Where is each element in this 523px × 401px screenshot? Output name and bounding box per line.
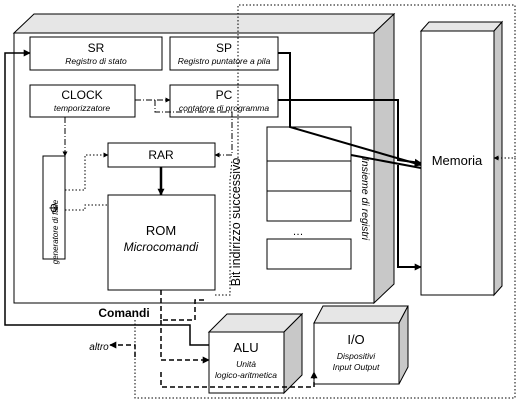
phase-subtitle: generatore di fase (51, 199, 60, 264)
rom-subtitle: Microcomandi (124, 240, 199, 254)
comandi-to-alu-line (160, 320, 210, 364)
alu-to-sr-line (4, 49, 209, 346)
clock-title: CLOCK (61, 88, 102, 102)
registers-to-memoria-line (350, 154, 422, 169)
bus-to-memoria-lower-line (397, 165, 422, 271)
sr-subtitle: Registro di stato (65, 56, 127, 66)
pc-subtitle: contatore di programma (179, 103, 270, 113)
phase-to-rar-line (65, 152, 109, 191)
rar-title: RAR (148, 148, 174, 162)
outer-bus-lower-line (134, 155, 516, 399)
clock-block: CLOCK temporizzatore (29, 84, 136, 118)
sp-subtitle: Registro puntatore a pila (178, 56, 271, 66)
memoria-title: Memoria (432, 153, 483, 168)
clock-subtitle: temporizzatore (54, 103, 110, 113)
comandi-bus-line (160, 290, 205, 321)
register-set-ellipsis: … (293, 226, 304, 238)
phase-symbol: Φ (47, 203, 61, 213)
io-box: I/O Dispositivi Input Output (313, 305, 409, 385)
sp-to-memoria-line (278, 52, 422, 167)
altro-line (109, 341, 136, 360)
io-subtitle-1: Dispositivi (337, 351, 376, 361)
alu-title: ALU (233, 340, 258, 355)
clock-to-rar-line (154, 100, 233, 158)
rar-register: RAR (107, 142, 216, 168)
alu-subtitle-1: Unità (236, 359, 256, 369)
sr-title: SR (88, 41, 105, 55)
rom-next-address-line (215, 159, 233, 296)
rom-microcommands: ROM Microcomandi (107, 194, 216, 291)
sp-title: SP (216, 41, 232, 55)
rom-title: ROM (146, 223, 176, 238)
bit-indirizzo-label: Bit indirizzo successivo (229, 158, 243, 287)
pc-to-memoria-line (278, 99, 422, 166)
alu-subtitle-2: logico-aritmetica (215, 370, 277, 380)
sp-register: SP Registro puntatore a pila (169, 36, 279, 71)
io-subtitle-2: Input Output (333, 362, 380, 372)
memoria-box: Memoria (419, 20, 504, 297)
outer-bus-upper-line (237, 4, 516, 165)
phase-generator: Φ generatore di fase (42, 155, 66, 264)
register-set-label: Insieme di registri (359, 158, 371, 241)
altro-label: altro (89, 342, 109, 353)
pc-title: PC (216, 88, 233, 102)
comandi-to-io-line (160, 371, 318, 388)
io-title: I/O (347, 332, 364, 347)
phase-to-rom-line (65, 204, 108, 211)
sr-register: SR Registro di stato (29, 36, 163, 71)
register-set: … Insieme di registri (266, 126, 371, 270)
comandi-label: Comandi (98, 306, 149, 320)
alu-box: ALU Unità logico-aritmetica (207, 312, 304, 395)
